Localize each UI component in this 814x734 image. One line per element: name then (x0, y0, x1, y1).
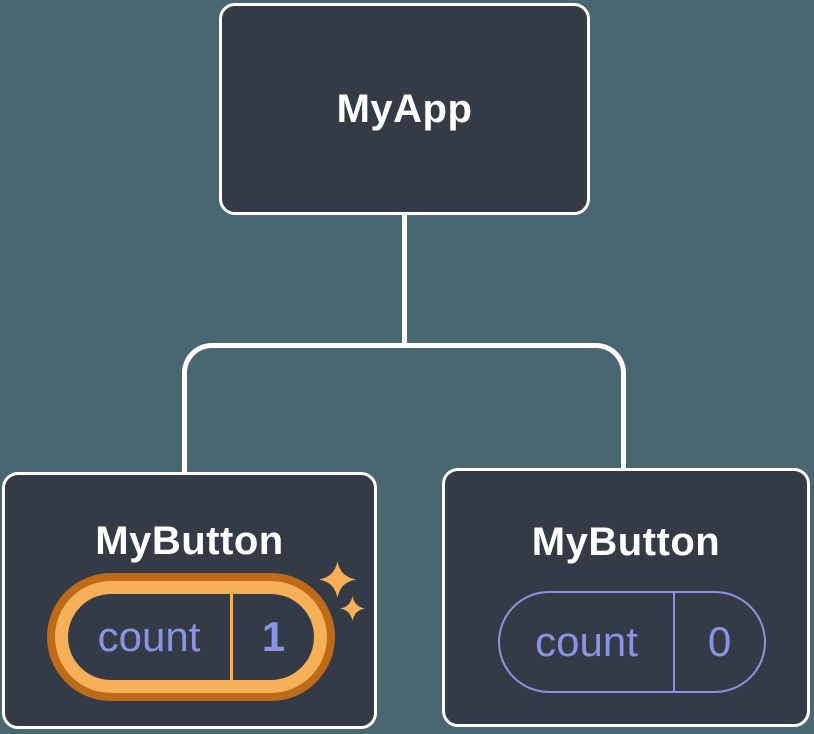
sparkle-icon (319, 561, 356, 598)
node-mybutton-2-label: MyButton (531, 520, 721, 564)
state-pill-highlighted: count 1 (47, 573, 335, 701)
node-myapp: MyApp (219, 3, 590, 215)
state-pill-highlight-ring: count 1 (55, 581, 327, 693)
state-key-cell: count (68, 594, 230, 680)
sparkle-icon (340, 596, 365, 621)
node-mybutton-2: MyButton count 0 (442, 468, 810, 727)
state-key: count (97, 613, 201, 660)
connector-bracket (182, 343, 626, 472)
state-value: 1 (261, 613, 286, 660)
state-pill-divider (230, 594, 233, 680)
node-myapp-label: MyApp (336, 87, 473, 131)
state-key: count (535, 618, 638, 665)
node-mybutton-1: MyButton count 1 (2, 472, 377, 729)
state-key-cell: count (500, 593, 673, 691)
state-value-cell: 1 (233, 594, 314, 680)
connector-stem (402, 212, 407, 347)
state-pill: count 0 (498, 591, 766, 693)
state-value: 0 (707, 618, 732, 665)
state-value-cell: 0 (675, 593, 764, 691)
state-pill-divider (673, 593, 675, 691)
node-mybutton-1-label: MyButton (95, 519, 284, 563)
state-pill-body: count 1 (68, 594, 314, 680)
